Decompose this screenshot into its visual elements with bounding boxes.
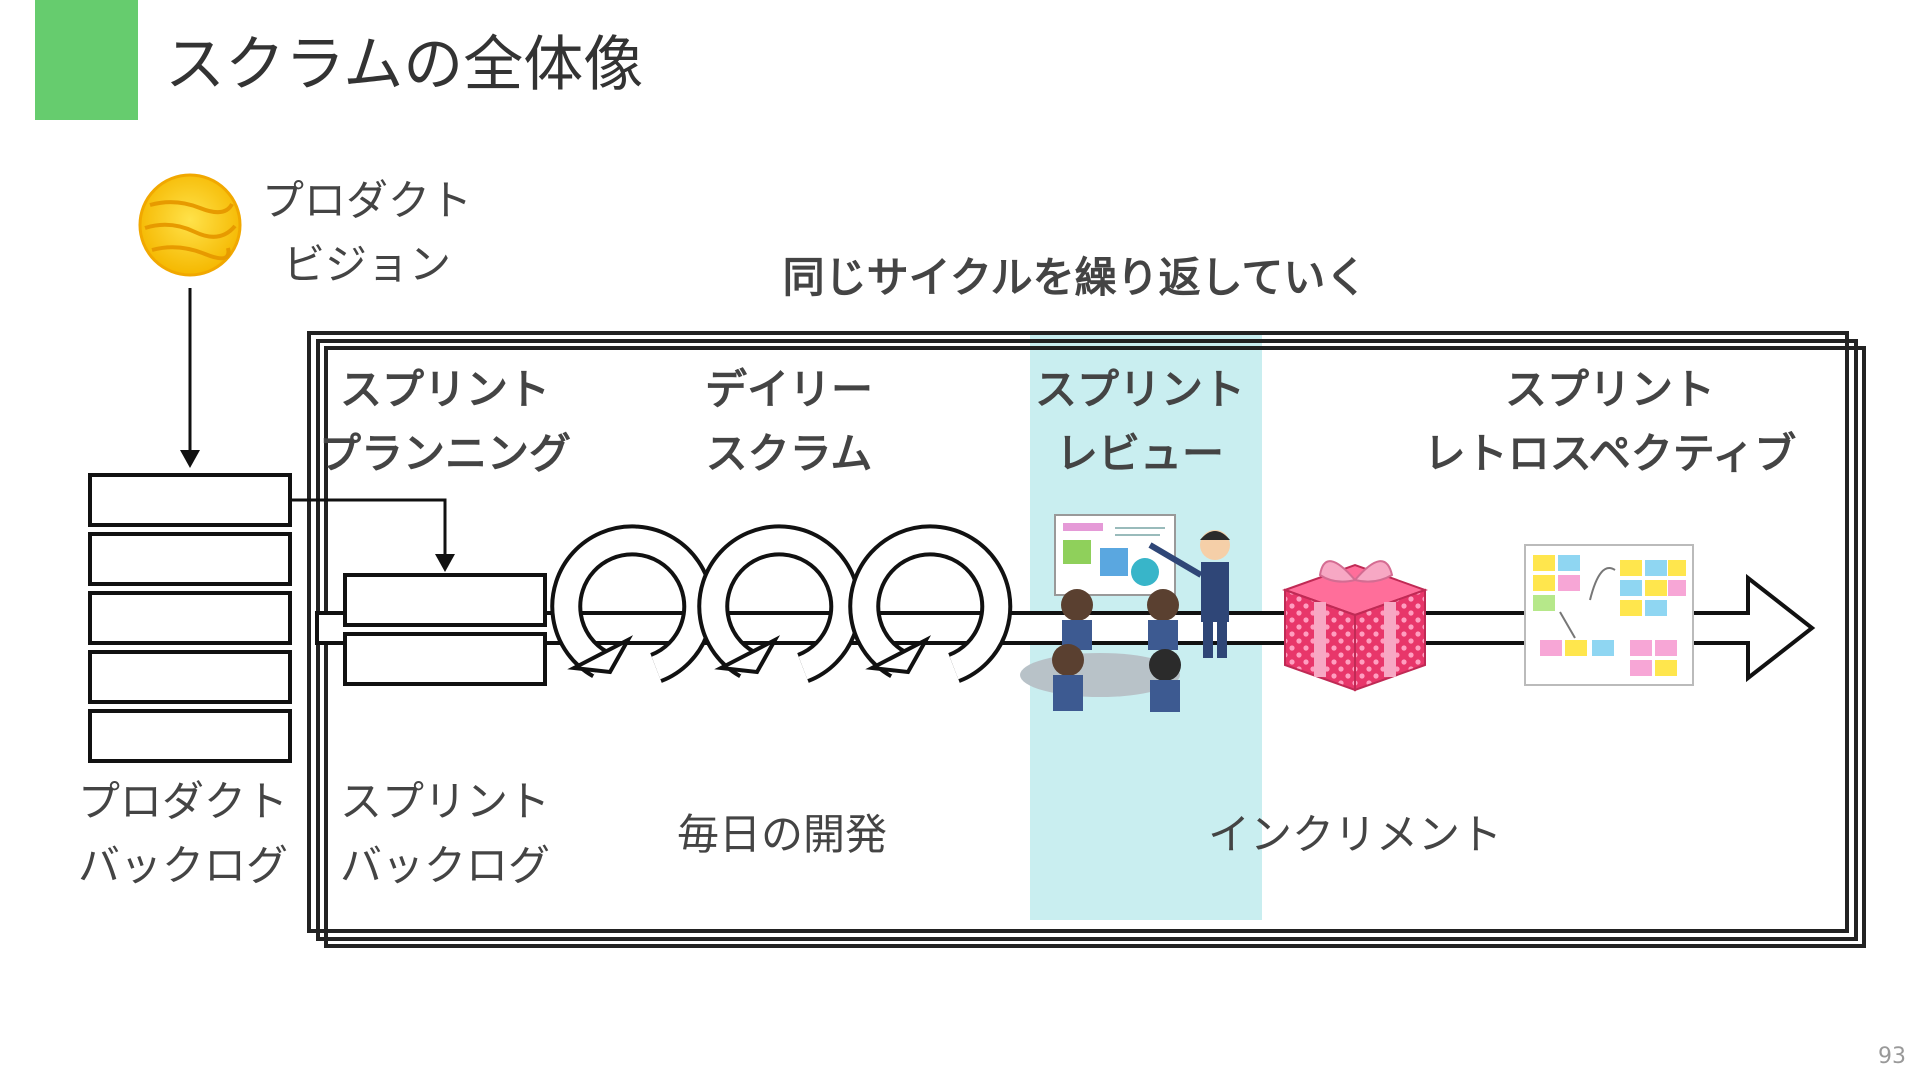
product-backlog-item [88,473,292,527]
vision-arrowhead [180,450,200,468]
review-label-line1: スプリント [1035,365,1245,414]
review-label-line2: レビュー [1056,429,1224,478]
retro-label-line2: レトロスペクティブ [1424,429,1797,478]
vision-label-line1: プロダクト [262,176,472,225]
sprint-backlog-label-line2: バックログ [340,841,550,890]
sprint-backlog-label-line1: スプリント [340,777,550,826]
vision-label-line2: ビジョン [283,240,451,289]
increment-label: インクリメント [1208,810,1502,859]
cycle-caption: 同じサイクルを繰り返していく [783,253,1368,302]
page-number: 93 [1878,1044,1906,1069]
cycle-frame-front [307,331,1849,933]
daily-loop-icon [848,524,1013,683]
product-backlog-item [88,650,292,704]
daily-label-line2: スクラム [706,429,873,478]
sun-icon [138,173,242,277]
product-backlog-stack [88,473,292,763]
product-backlog-label-line2: バックログ [78,841,288,890]
daily-loop-icon [550,524,715,683]
daily-label-line1: デイリー [705,365,873,414]
backlog-to-sprint-arrow [290,498,447,556]
product-backlog-item [88,709,292,763]
product-backlog-item [88,532,292,586]
planning-label-line1: スプリント [340,365,550,414]
page-title: スクラムの全体像 [165,30,643,100]
gift-box-icon [1282,560,1428,692]
sprint-backlog-item [343,573,547,627]
title-accent [35,0,138,120]
daily-loop-icon [697,524,862,683]
product-backlog-item [88,591,292,645]
sticky-note-board-icon [1524,544,1694,686]
sprint-backlog-item [343,632,547,686]
planning-label-line2: プランニング [319,429,571,478]
retro-label-line1: スプリント [1505,365,1715,414]
sprint-backlog-stack [343,573,547,686]
sprint-arrowhead [435,554,455,572]
daily-dev-label: 毎日の開発 [677,810,887,859]
presentation-meeting-icon [1020,514,1230,712]
product-backlog-label-line1: プロダクト [78,777,288,826]
